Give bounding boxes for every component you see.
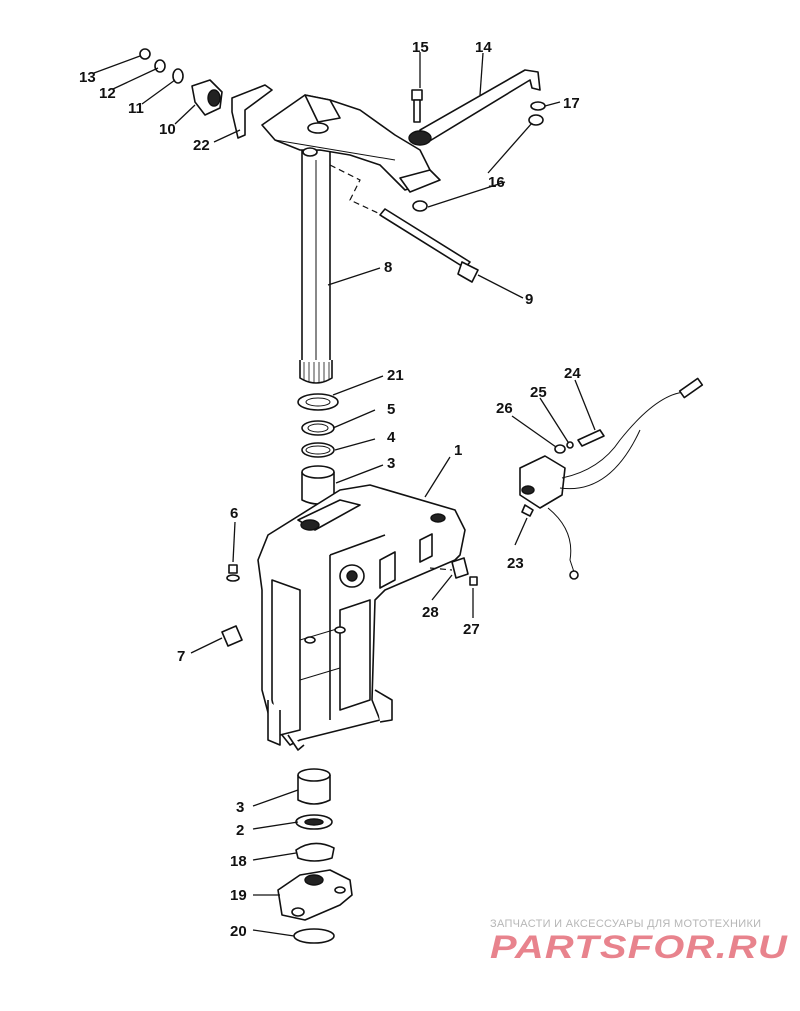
callout-1: 1	[454, 442, 462, 459]
callout-23: 23	[507, 555, 524, 572]
callout-labels: 1 2 3 3 4 5 6 7 8 9 10 11 12 13 14 15 16…	[79, 39, 581, 940]
callout-14: 14	[475, 39, 492, 56]
callout-6: 6	[230, 505, 238, 522]
callout-17: 17	[563, 95, 580, 112]
steering-arm-part	[261, 94, 441, 193]
swivel-shaft-part	[299, 149, 333, 384]
callout-4: 4	[387, 429, 396, 446]
callout-5: 5	[387, 401, 395, 418]
washer-18-part	[295, 842, 335, 862]
ring-4-part	[301, 442, 335, 458]
sender-wire-part	[547, 377, 704, 580]
screw-24-part	[577, 429, 605, 447]
callout-2: 2	[236, 822, 244, 839]
callout-19: 19	[230, 887, 247, 904]
callout-13: 13	[79, 69, 96, 86]
link-rod-14-part	[408, 69, 541, 146]
callout-21: 21	[387, 367, 404, 384]
callout-25: 25	[530, 384, 547, 401]
seal-5-part	[301, 420, 335, 436]
callout-7: 7	[177, 648, 185, 665]
bushing-3-lower-part	[297, 768, 331, 805]
bushing-7-part	[221, 625, 243, 647]
leader-lines	[93, 52, 596, 937]
callout-22: 22	[193, 137, 210, 154]
nut-16b-part	[412, 200, 428, 212]
bolt-9-part	[379, 208, 479, 283]
callout-18: 18	[230, 853, 247, 870]
callout-26: 26	[496, 400, 513, 417]
watermark-logo: PARTSFOR.RU	[490, 930, 788, 965]
callout-3-upper: 3	[387, 455, 395, 472]
bushing-3-upper-part	[301, 465, 335, 505]
washer-25-part	[566, 441, 574, 449]
sender-23-part	[519, 455, 566, 517]
washer-12-part	[154, 59, 166, 73]
nut-26-part	[554, 444, 566, 454]
callout-8: 8	[384, 259, 392, 276]
ring-20-part	[293, 928, 335, 944]
nut-16a-part	[528, 114, 544, 126]
callout-24: 24	[564, 365, 581, 382]
washer-21-part	[297, 393, 339, 411]
assembly-line-9	[329, 164, 381, 215]
callout-28: 28	[422, 604, 439, 621]
bracket-22-part	[231, 84, 273, 139]
washer-11-part	[172, 68, 184, 84]
washer-28-part	[451, 557, 469, 579]
fitting-6-part	[226, 564, 240, 582]
watermark-logo-text: PARTSFOR.RU	[490, 930, 788, 965]
callout-10: 10	[159, 121, 176, 138]
assembly-line-28	[429, 567, 453, 571]
callout-16: 16	[488, 174, 505, 191]
nut-13-part	[139, 48, 151, 60]
callout-20: 20	[230, 923, 247, 940]
bushing-10-part	[191, 79, 223, 116]
callout-12: 12	[99, 85, 116, 102]
yoke-19-part	[277, 869, 353, 921]
swivel-bracket-1-part	[257, 484, 466, 751]
bolt-15-part	[411, 89, 423, 123]
washer-17-part	[530, 101, 546, 111]
seal-2-part	[295, 814, 333, 830]
callout-11: 11	[128, 100, 144, 117]
callout-3-lower: 3	[236, 799, 244, 816]
callout-9: 9	[525, 291, 533, 308]
callout-15: 15	[412, 39, 429, 56]
callout-27: 27	[463, 621, 480, 638]
watermark-caption: ЗАПЧАСТИ И АКСЕССУАРЫ ДЛЯ МОТОТЕХНИКИ	[490, 918, 762, 930]
bolt-27-part	[469, 576, 478, 586]
